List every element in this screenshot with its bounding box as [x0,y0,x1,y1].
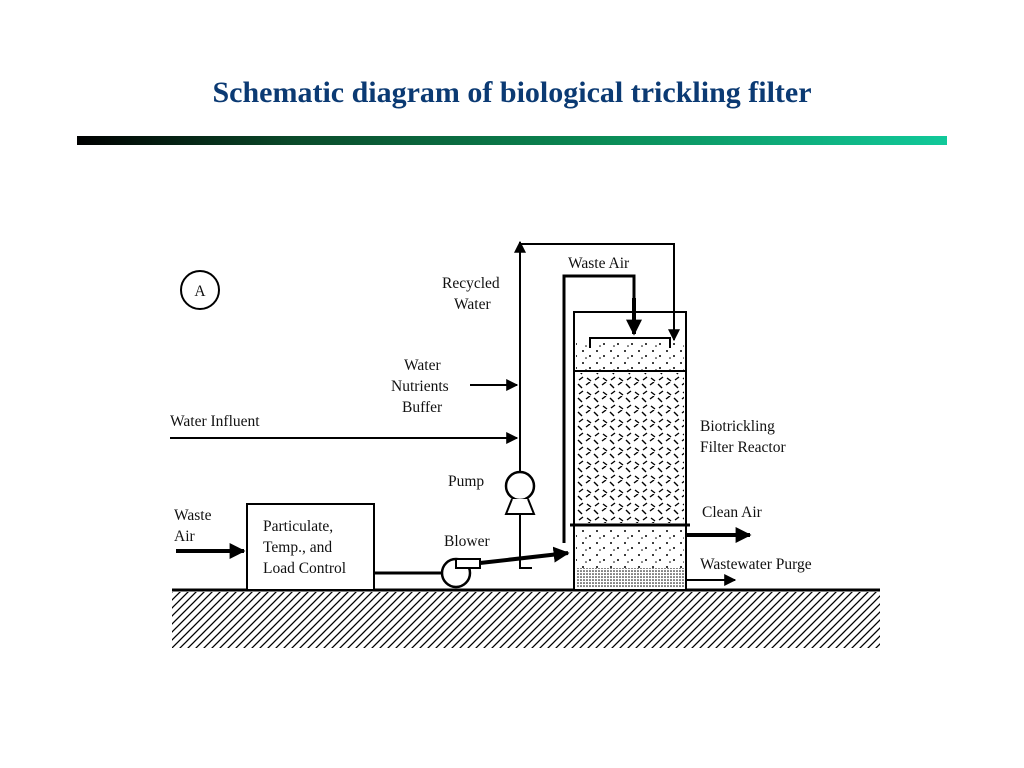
wastewater-purge-label: Wastewater Purge [700,556,812,573]
panel-marker: A [180,270,220,310]
reactor-label-2: Filter Reactor [700,439,786,456]
waste-air-inlet-label-1: Waste [174,507,212,524]
nutrients-label-3: Buffer [402,399,443,416]
control-box-line2: Temp., and [263,539,332,556]
pump-icon [504,470,536,515]
pump-label: Pump [448,473,484,490]
waste-air-inlet-label-2: Air [174,528,196,545]
slide-title: Schematic diagram of biological tricklin… [212,76,812,109]
recycled-water-label-1: Recycled [442,275,500,292]
control-box-line3: Load Control [263,560,346,577]
blower-to-reactor-arrow [479,546,570,565]
reactor-label-1: Biotrickling [700,418,775,435]
trickling-filter-diagram: A Particulate, Temp., and Load Control W… [160,228,890,660]
control-box: Particulate, Temp., and Load Control [246,503,375,591]
control-box-line1: Particulate, [263,518,333,535]
water-influent-label: Water Influent [170,413,260,430]
title-gradient-rule [77,136,947,145]
clean-air-label: Clean Air [702,504,763,521]
blower-label: Blower [444,533,490,550]
panel-marker-label: A [194,283,206,300]
blower-icon [374,557,481,589]
biotrickling-reactor [570,311,690,591]
waste-air-top-label: Waste Air [568,255,630,272]
nutrients-label-1: Water [404,357,441,374]
ground-hatching [172,588,880,648]
recycled-water-label-2: Water [454,296,491,313]
nutrients-label-2: Nutrients [391,378,449,395]
